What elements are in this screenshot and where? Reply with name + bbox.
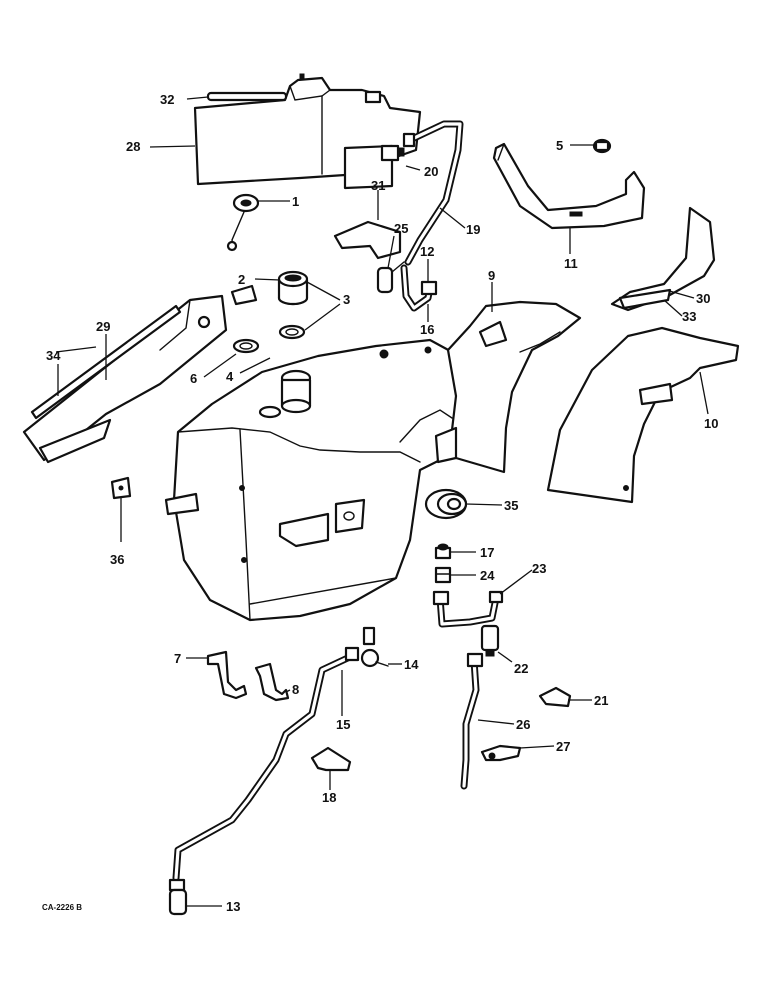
callout-35: 35 [504, 498, 518, 513]
clamp-7 [206, 650, 248, 700]
callout-11: 11 [564, 256, 578, 271]
callout-23: 23 [532, 561, 546, 576]
bracket-30 [610, 206, 716, 312]
strip-32 [206, 91, 288, 102]
callout-31: 31 [371, 178, 385, 193]
gasket-6 [232, 338, 260, 354]
clip-21 [538, 686, 572, 708]
fuel-tank [164, 338, 464, 622]
bracket-31-lower [333, 220, 402, 260]
support-29 [22, 294, 228, 464]
callout-5: 5 [556, 138, 563, 153]
callout-17: 17 [480, 545, 494, 560]
panel-9 [434, 300, 582, 474]
grommet-35 [424, 488, 468, 520]
callout-20: 20 [424, 164, 438, 179]
callout-30: 30 [696, 291, 710, 306]
callout-4: 4 [226, 369, 234, 384]
callout-9: 9 [488, 268, 495, 283]
callout-16: 16 [420, 322, 434, 337]
callout-18: 18 [322, 790, 336, 805]
filter-22 [480, 624, 500, 657]
callout-2: 2 [238, 272, 245, 287]
callout-26: 26 [516, 717, 530, 732]
gasket-4 [278, 324, 306, 340]
valve-14 [360, 626, 389, 668]
bracket-18 [310, 746, 352, 772]
cap-5 [592, 138, 612, 154]
callout-10: 10 [704, 416, 718, 431]
line-12 [400, 264, 438, 312]
callout-3: 3 [343, 292, 350, 307]
cap-1 [226, 193, 260, 252]
callout-19: 19 [466, 222, 480, 237]
callout-21: 21 [594, 693, 608, 708]
line-23 [432, 590, 504, 628]
callout-6: 6 [190, 371, 197, 386]
clip-36 [110, 476, 132, 500]
leader-lines [55, 96, 709, 907]
callout-24: 24 [480, 568, 495, 583]
callout-8: 8 [292, 682, 299, 697]
callout-14: 14 [404, 657, 419, 672]
fitting-17 [434, 543, 452, 560]
callout-1: 1 [292, 194, 299, 209]
line-15 [172, 646, 360, 882]
callout-32: 32 [160, 92, 174, 107]
fuel-line-19 [402, 120, 464, 266]
callout-labels: 1 2 3 4 5 6 7 8 9 10 11 12 13 14 15 16 1… [46, 92, 718, 914]
strap-11 [492, 142, 646, 230]
callout-29: 29 [96, 319, 110, 334]
callout-13: 13 [226, 899, 240, 914]
callout-34: 34 [46, 348, 61, 363]
panel-10 [546, 326, 740, 504]
filler-2 [277, 270, 309, 306]
fitting-24 [434, 566, 452, 584]
callout-22: 22 [514, 661, 528, 676]
fitting-25 [376, 261, 405, 294]
callout-12: 12 [420, 244, 434, 259]
callout-25: 25 [394, 221, 408, 236]
valve-20 [380, 144, 405, 162]
fitting-13 [168, 878, 188, 916]
bracket-31 [343, 144, 394, 190]
clip-27 [480, 744, 522, 762]
callout-27: 27 [556, 739, 570, 754]
callout-7: 7 [174, 651, 181, 666]
hose-26 [460, 652, 484, 790]
callout-28: 28 [126, 139, 140, 154]
callout-33: 33 [682, 309, 696, 324]
callout-36: 36 [110, 552, 124, 567]
callout-15: 15 [336, 717, 350, 732]
clamp-8 [254, 662, 290, 702]
figure-code: CA-2226 B [42, 903, 82, 912]
clip-2 [230, 284, 258, 306]
